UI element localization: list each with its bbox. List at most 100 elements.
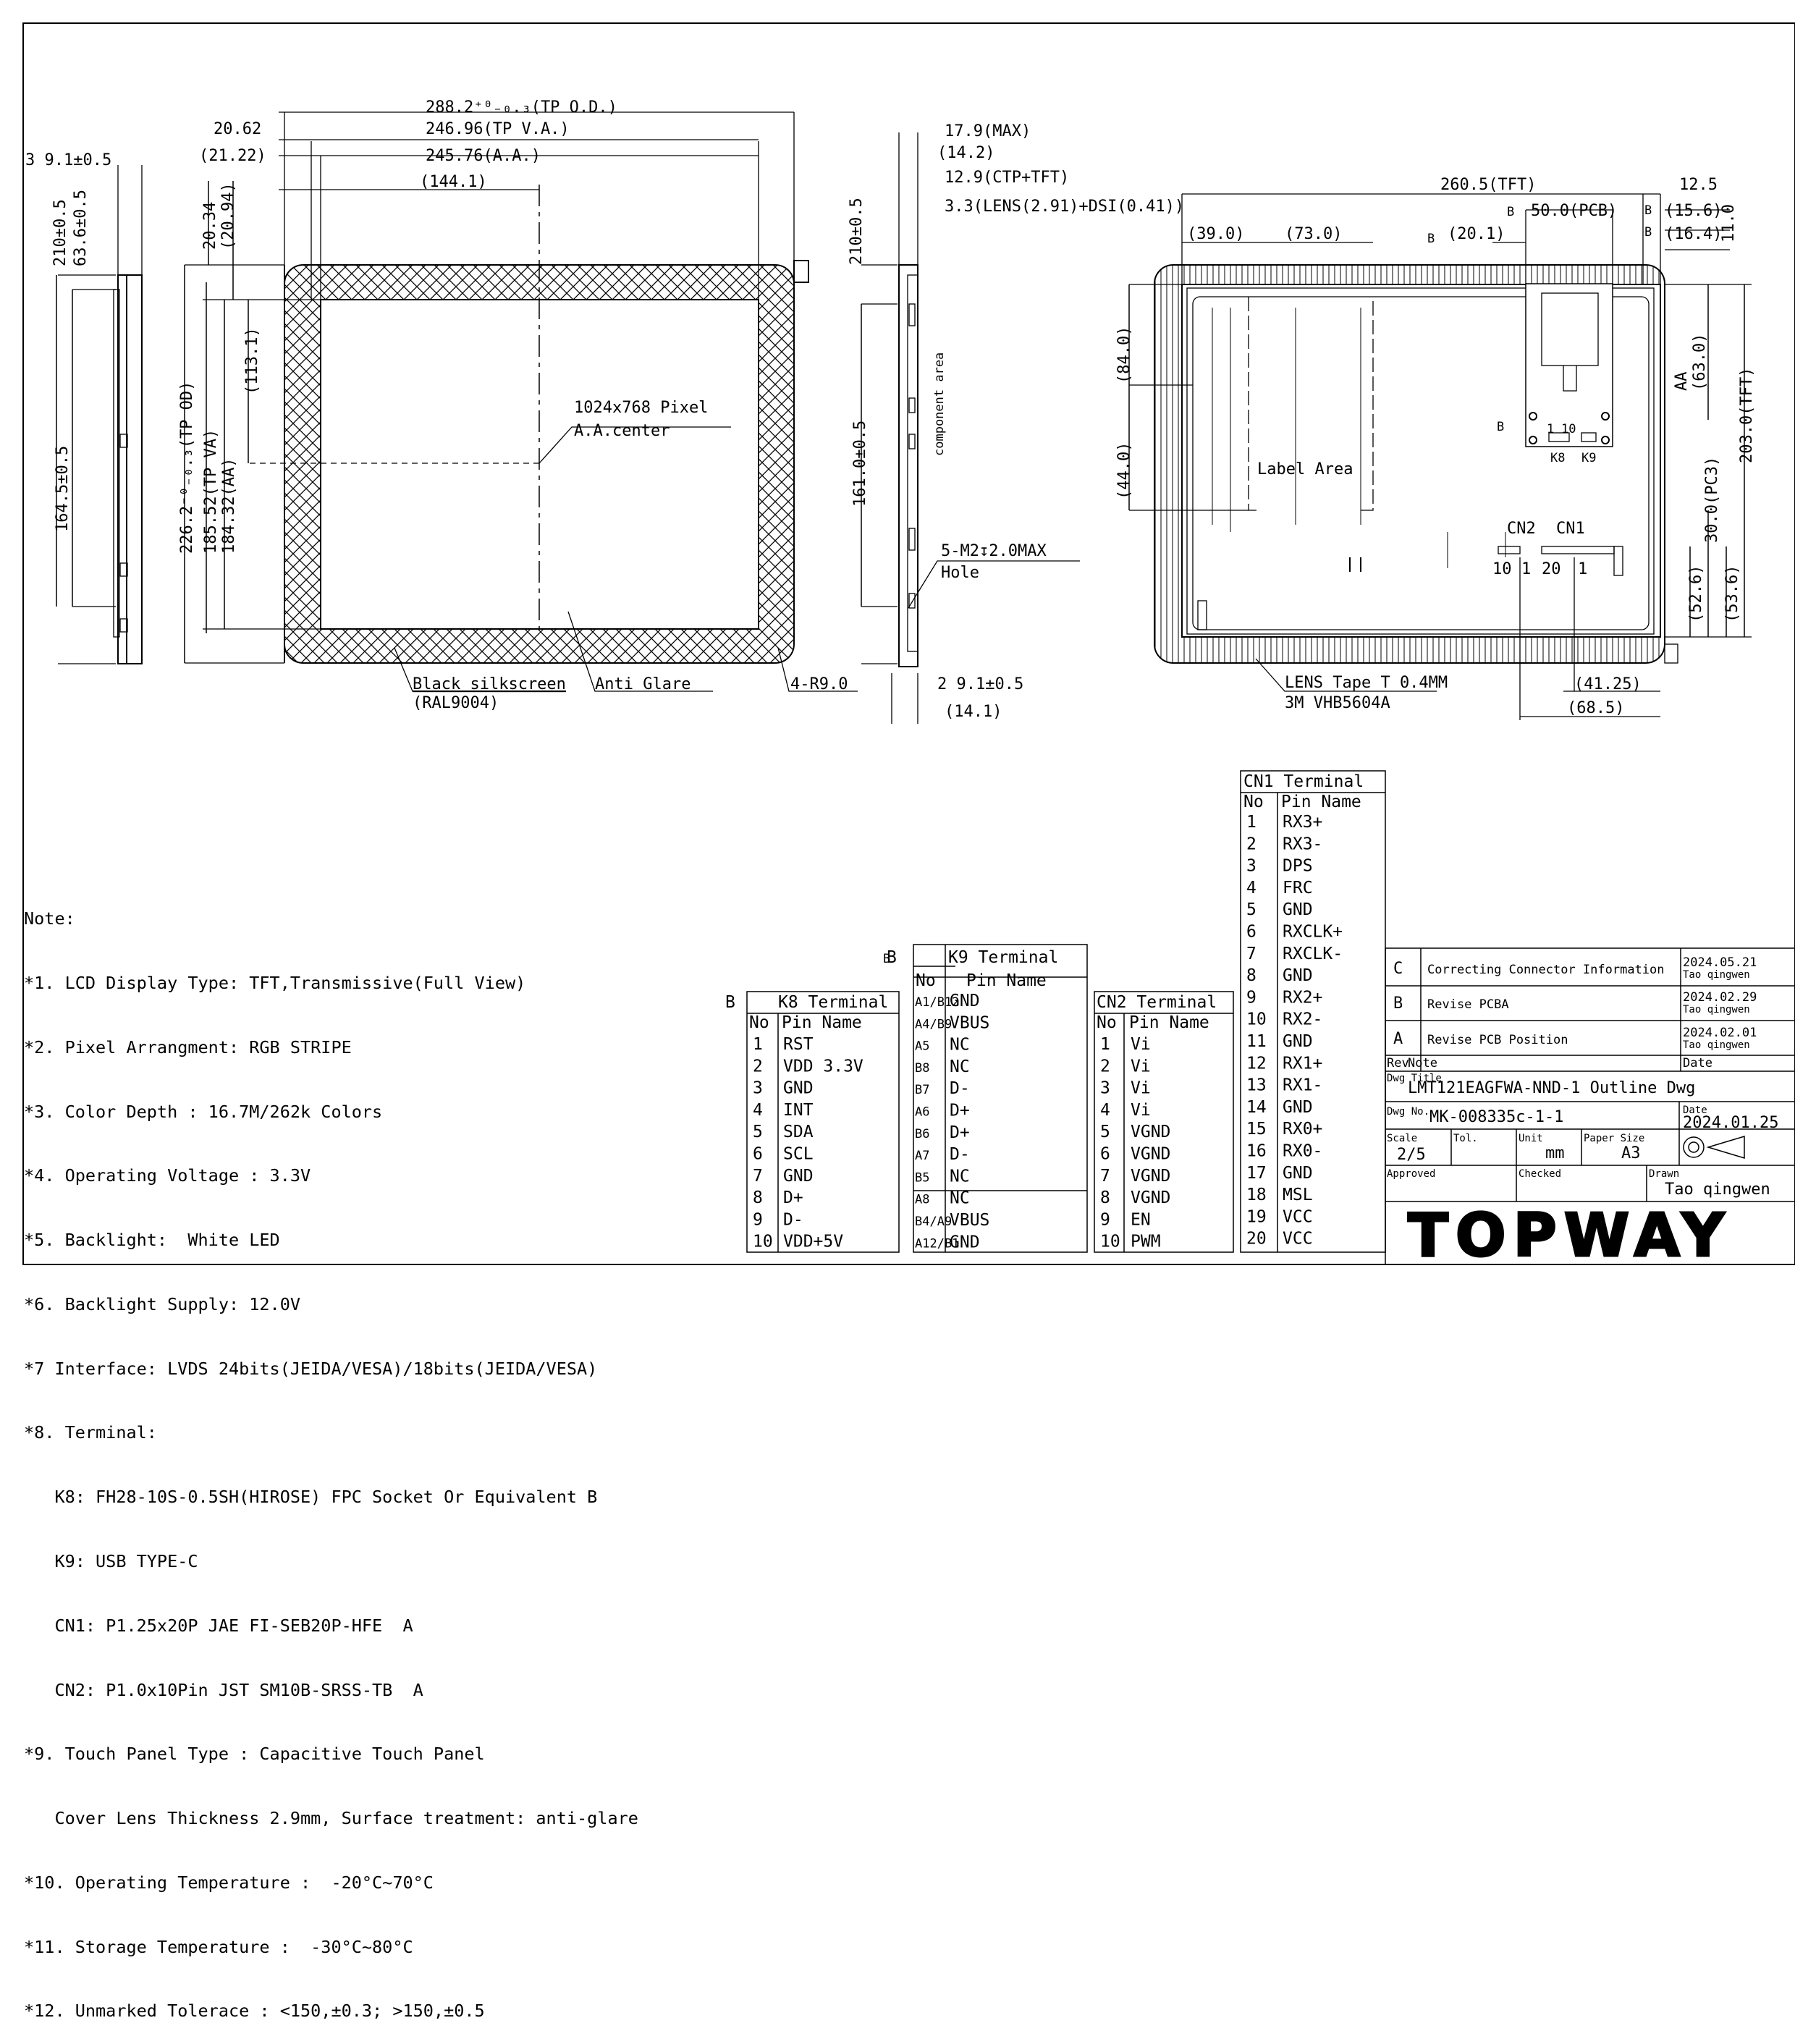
terminal-tables [746, 770, 1386, 1253]
label-hole: Hole [941, 564, 979, 582]
cn1-pin-name: GND [1283, 900, 1313, 919]
sheet-border [22, 22, 1795, 1265]
label-cn2: CN2 [1507, 520, 1536, 538]
k9-pin-name: D+ [950, 1123, 970, 1142]
cn2-pin-no: 3 [1100, 1079, 1110, 1098]
back-view [1128, 193, 1752, 720]
cn2-pin-no: 4 [1100, 1101, 1110, 1120]
cn1-pin-name: RX0- [1283, 1142, 1322, 1161]
rev-by: Tao qingwen [1683, 1039, 1750, 1051]
rev-by: Tao qingwen [1683, 969, 1750, 981]
cn2-col-no: No [1097, 1013, 1117, 1032]
k9-pin-name: D+ [950, 1102, 970, 1120]
dim-side-d3: 12.9(CTP+TFT) [945, 169, 1069, 187]
tb-date-label: Date [1683, 1056, 1712, 1070]
dim-left-d2: 63.6±0.5 [72, 190, 90, 266]
dim-back-685: (68.5) [1567, 699, 1624, 717]
k8-rev-flag: B [725, 993, 735, 1012]
k9-pin-no: A5 [915, 1039, 929, 1054]
dim-back-4125: (41.25) [1574, 675, 1642, 693]
rev-rev: C [1393, 960, 1403, 978]
label-hole-spec: 5-M2↧2.0MAX [941, 542, 1047, 560]
note-line: CN1: P1.25x20P JAE FI-SEB20P-HFE A [24, 1615, 413, 1636]
label-radius: 4-R9.0 [790, 675, 848, 693]
dim-left-d1: 210±0.5 [51, 199, 69, 266]
tb-dwg-no: MK-008335c-1-1 [1429, 1108, 1563, 1126]
cn1-pin-no: 12 [1246, 1054, 1267, 1073]
cn1-col-no: No [1243, 793, 1264, 811]
k8-pin-no: 9 [753, 1210, 763, 1229]
cn1-pin-name: GND [1283, 966, 1313, 985]
k9-pin-no: B8 [915, 1061, 929, 1076]
cn1-pin-no: 5 [1246, 900, 1256, 919]
k9-table-text: B K9 Terminal No Pin Name A1/B12GNDA4/B9… [887, 948, 1058, 1251]
dim-back-39: (39.0) [1187, 225, 1244, 243]
cn1-pin-name: RX3+ [1283, 813, 1322, 832]
rev-flag-201: B [1427, 232, 1435, 246]
tb-note-label: Note [1408, 1056, 1437, 1070]
cn2-pin-name: Vi [1131, 1079, 1151, 1098]
cn2-pin-no: 1 [1100, 1035, 1110, 1054]
label-tape2: 3M VHB5604A [1285, 694, 1390, 712]
dim-back-300: 30.0(PC3) [1703, 457, 1721, 543]
tb-tol-label: Tol. [1453, 1133, 1478, 1144]
rev-flag-pcb-area: B [1497, 420, 1504, 434]
rev-flag-156: B [1644, 203, 1652, 218]
k9-title: K9 Terminal [948, 948, 1058, 967]
cn2-pin-no: 2 [1100, 1057, 1110, 1076]
cn2-col-name: Pin Name [1129, 1013, 1209, 1032]
dim-back-pcb: 50.0(PCB) [1531, 202, 1617, 220]
tb-drawn-label: Drawn [1649, 1168, 1679, 1180]
tb-unit: mm [1545, 1144, 1565, 1162]
rev-date: 2024.05.21 [1683, 955, 1757, 970]
note-line: *7 Interface: LVDS 24bits(JEIDA/VESA)/18… [24, 1358, 598, 1379]
cn1-pin-name: RX2- [1283, 1010, 1322, 1029]
k8-col-no: No [749, 1013, 769, 1032]
cn2-title: CN2 Terminal [1097, 993, 1217, 1012]
label-antiglare: Anti Glare [595, 675, 690, 693]
dim-center-x: (144.1) [420, 173, 487, 191]
note-line: *11. Storage Temperature : -30°C~80°C [24, 1936, 413, 1957]
cn2-pin-no: 6 [1100, 1145, 1110, 1164]
dim-top-margin: 20.34 [201, 202, 219, 250]
outline-drawing: 288.2⁺⁰₋₀.₃(TP O.D.) 246.96(TP V.A.) 245… [22, 22, 1795, 1272]
cn1-pin-no: 9 [1246, 988, 1256, 1007]
cn2-pin-no: 10 [1100, 1233, 1120, 1251]
k9-col-name: Pin Name [966, 971, 1047, 990]
cn1-pin-name: FRC [1283, 879, 1313, 898]
k8-pin-name: GND [783, 1167, 814, 1186]
dim-side-h2: 161.0±0.5 [851, 421, 869, 507]
right-side-labels: 17.9(MAX) (14.2) 12.9(CTP+TFT) 3.3(LENS(… [848, 122, 1184, 966]
label-component-area: component area [932, 352, 947, 456]
k8-pin-no: 6 [753, 1145, 763, 1164]
cn2-pin-name: Vi [1131, 1057, 1151, 1076]
label-silkscreen: Black silkscreen [413, 675, 566, 693]
dim-height-va: 185.52(TP VA) [202, 429, 220, 554]
tb-drawn: Tao qingwen [1665, 1181, 1770, 1199]
cn1-pin-no: 14 [1246, 1098, 1267, 1117]
cn2-pin-name: VGND [1131, 1188, 1170, 1207]
k9-pin-name: NC [950, 1189, 970, 1208]
note-line: K8: FH28-10S-0.5SH(HIROSE) FPC Socket Or… [24, 1487, 598, 1508]
dim-side-d2: (14.2) [937, 144, 994, 162]
dim-top-margin-paren: (20.94) [219, 182, 237, 250]
dim-left-margin: 20.62 [214, 120, 261, 138]
cn1-pin-name: MSL [1283, 1186, 1313, 1204]
label-k8-pin1: 1 [1547, 422, 1554, 436]
note-line: *3. Color Depth : 16.7M/262k Colors [24, 1101, 383, 1122]
k9-pin-name: NC [950, 1167, 970, 1186]
tb-scale: 2/5 [1397, 1146, 1426, 1164]
k9-col-no: No [916, 971, 936, 990]
cn1-pin-no: 2 [1246, 835, 1256, 853]
k9-pin-name: GND [950, 992, 980, 1010]
note-line: *2. Pixel Arrangment: RGB STRIPE [24, 1036, 352, 1057]
cn1-pin-name: RX0+ [1283, 1120, 1322, 1139]
cn1-pin-no: 10 [1246, 1010, 1267, 1029]
label-aa-center: A.A.center [574, 422, 670, 440]
tb-date2-label: Date [1683, 1105, 1707, 1116]
dim-back-aa: AA [1673, 372, 1691, 392]
rev-rev: B [1393, 994, 1403, 1013]
cn2-pin-name: VGND [1131, 1123, 1170, 1141]
dim-back-164: (16.4) [1665, 225, 1722, 243]
note-line: *4. Operating Voltage : 3.3V [24, 1165, 311, 1186]
